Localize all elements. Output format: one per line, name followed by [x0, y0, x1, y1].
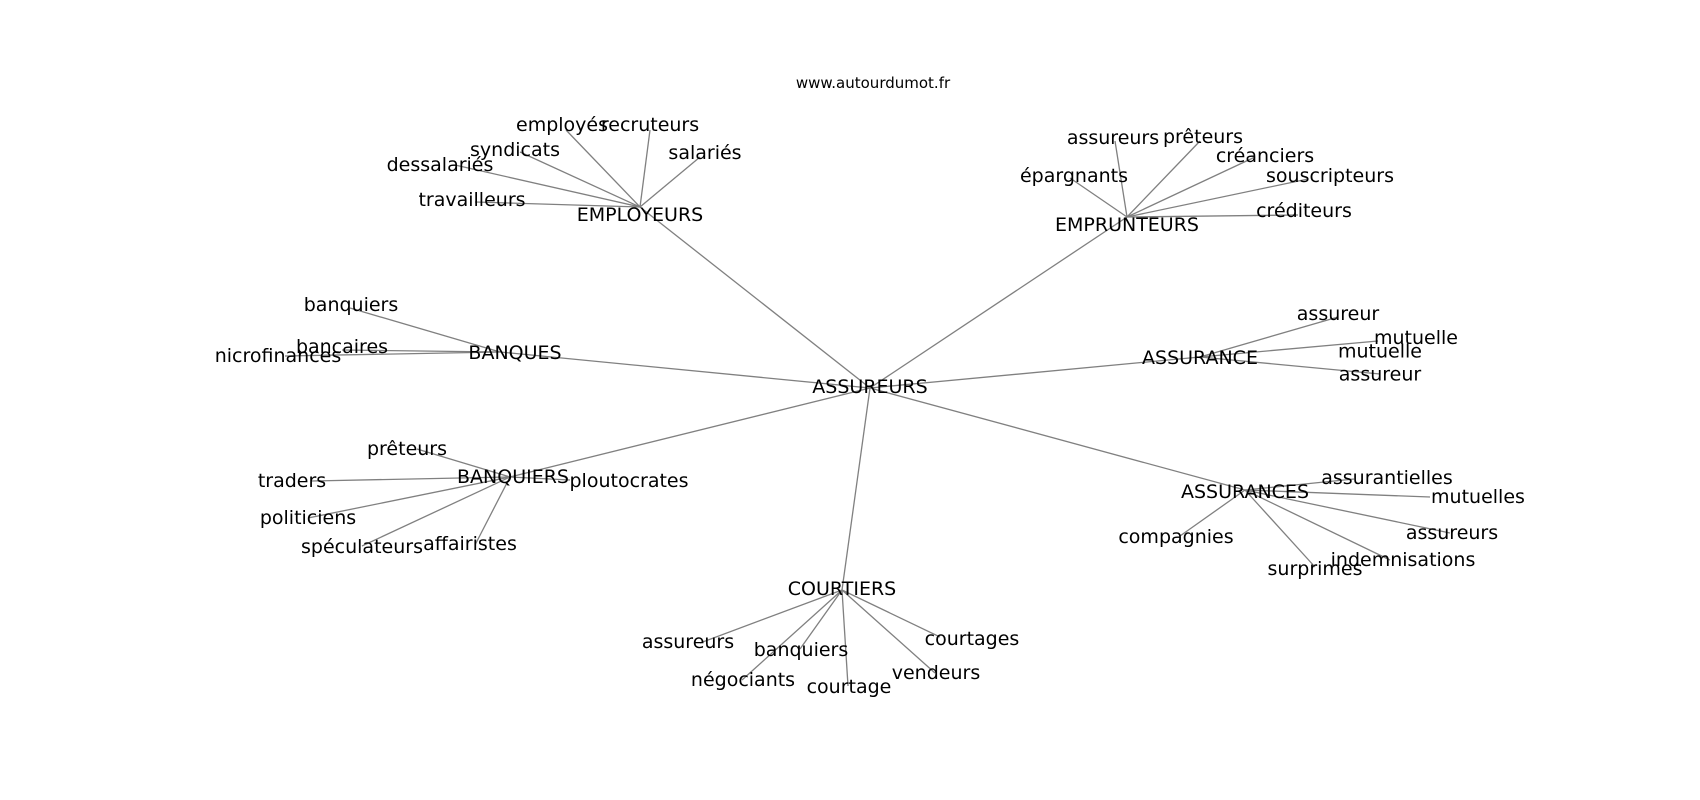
leaf-node-banquiers-3[interactable]: politiciens — [260, 507, 356, 529]
edge-emprunteurs-leaf-0 — [1114, 140, 1128, 218]
edge-employeurs-leaf-5 — [474, 201, 641, 208]
leaf-node-courtiers-3[interactable]: négociants — [691, 669, 795, 691]
edge-banques-leaf-1 — [341, 349, 501, 353]
graph-edges — [284, 129, 1451, 687]
leaf-node-assurance-1[interactable]: mutuelle — [1374, 327, 1458, 349]
edge-banques-leaf-2 — [284, 351, 501, 357]
edge-assurances-leaf-2 — [1179, 489, 1246, 537]
leaf-node-emprunteurs-1[interactable]: prêteurs — [1163, 126, 1243, 148]
leaf-node-employeurs-3[interactable]: syndicats — [470, 139, 560, 161]
edge-center-emprunteurs — [869, 216, 1128, 389]
hub-node-emprunteurs[interactable]: EMPRUNTEURS — [1055, 214, 1199, 236]
edge-center-courtiers — [841, 387, 871, 591]
edge-courtiers-leaf-3 — [741, 589, 843, 681]
edge-emprunteurs-leaf-3 — [1069, 177, 1128, 218]
edge-center-assurance — [869, 356, 1201, 389]
hub-node-employeurs[interactable]: EMPLOYEURS — [577, 204, 703, 226]
leaf-node-employeurs-5[interactable]: travailleurs — [418, 189, 525, 211]
leaf-node-emprunteurs-5[interactable]: créditeurs — [1256, 200, 1352, 222]
leaf-node-banques-2[interactable]: nicrofinances — [215, 345, 342, 367]
edge-assurance-leaf-2 — [1199, 356, 1381, 375]
edge-center-employeurs — [639, 206, 871, 389]
edge-courtiers-leaf-0 — [699, 589, 843, 644]
hub-node-assurances[interactable]: ASSURANCES — [1181, 481, 1309, 503]
leaf-node-employeurs-1[interactable]: recruteurs — [601, 114, 699, 136]
leaf-node-banques-1[interactable]: bancaires — [296, 336, 388, 358]
hub-node-banques[interactable]: BANQUES — [468, 342, 561, 364]
edge-emprunteurs-leaf-2 — [1126, 156, 1256, 218]
edge-emprunteurs-leaf-1 — [1126, 140, 1201, 218]
hub-node-assurance[interactable]: ASSURANCE — [1142, 347, 1258, 369]
edge-assurances-leaf-5 — [1244, 489, 1316, 568]
edge-banques-leaf-0 — [349, 307, 501, 353]
leaf-node-assurances-2[interactable]: compagnies — [1118, 526, 1233, 548]
edge-courtiers-leaf-2 — [841, 589, 941, 638]
edge-employeurs-leaf-2 — [639, 156, 701, 208]
edge-banquiers-leaf-0 — [416, 448, 511, 478]
edge-banquiers-leaf-5 — [474, 476, 511, 546]
edge-employeurs-leaf-4 — [454, 164, 641, 208]
leaf-node-banques-0[interactable]: banquiers — [304, 294, 399, 316]
leaf-node-assurance-0[interactable]: assureur — [1297, 303, 1380, 325]
leaf-node-emprunteurs-4[interactable]: souscripteurs — [1266, 165, 1394, 187]
leaf-node-banquiers-4[interactable]: spéculateurs — [301, 536, 423, 558]
leaf-node-courtiers-0[interactable]: assureurs — [642, 631, 734, 653]
site-url[interactable]: www.autourdumot.fr — [796, 74, 951, 92]
leaf-node-emprunteurs-3[interactable]: épargnants — [1020, 165, 1128, 187]
edge-banquiers-leaf-3 — [307, 476, 511, 519]
edge-assurances-leaf-3 — [1244, 489, 1451, 534]
leaf-node-courtiers-4[interactable]: courtage — [807, 676, 892, 698]
edge-assurances-leaf-0 — [1244, 478, 1355, 491]
edge-assurance-leaf-1 — [1199, 340, 1379, 358]
hub-node-courtiers[interactable]: COURTIERS — [788, 578, 896, 600]
leaf-node-courtiers-5[interactable]: vendeurs — [892, 662, 980, 684]
leaf-node-banquiers-0[interactable]: prêteurs — [367, 438, 447, 460]
edge-emprunteurs-leaf-5 — [1126, 214, 1299, 218]
edge-assurance-leaf-0 — [1199, 316, 1339, 358]
leaf-node-employeurs-2[interactable]: salariés — [668, 142, 741, 164]
leaf-node-emprunteurs-2[interactable]: créanciers — [1216, 145, 1314, 167]
leaf-node-employeurs-4[interactable]: dessalariés — [387, 154, 494, 176]
edge-assurances-leaf-1 — [1244, 489, 1431, 498]
edge-banquiers-leaf-2 — [509, 476, 571, 481]
edge-employeurs-leaf-0 — [565, 129, 641, 208]
hub-node-banquiers[interactable]: BANQUIERS — [457, 466, 569, 488]
leaf-node-banquiers-2[interactable]: ploutocrates — [569, 470, 688, 492]
leaf-node-courtiers-2[interactable]: courtages — [925, 628, 1020, 650]
edge-center-banquiers — [509, 387, 871, 478]
leaf-node-banquiers-1[interactable]: traders — [258, 470, 326, 492]
edge-courtiers-leaf-4 — [841, 589, 849, 687]
center-node-label[interactable]: ASSUREURS — [812, 376, 927, 398]
edge-courtiers-leaf-1 — [799, 589, 843, 650]
edge-banquiers-leaf-4 — [361, 476, 511, 547]
leaf-node-emprunteurs-0[interactable]: assureurs — [1067, 127, 1159, 149]
edge-employeurs-leaf-3 — [519, 151, 641, 208]
edge-assurances-leaf-4 — [1244, 489, 1391, 561]
edge-employeurs-leaf-1 — [639, 129, 651, 208]
edge-courtiers-leaf-5 — [841, 589, 936, 674]
leaf-node-assurances-3[interactable]: assureurs — [1406, 522, 1498, 544]
edge-center-assurances — [869, 387, 1246, 491]
leaf-node-assurances-1[interactable]: mutuelles — [1431, 486, 1525, 508]
leaf-node-banquiers-5[interactable]: affairistes — [423, 533, 517, 555]
leaf-node-assurances-4[interactable]: indemnisations — [1331, 549, 1476, 571]
edge-center-banques — [499, 351, 871, 389]
edge-emprunteurs-leaf-4 — [1126, 178, 1309, 218]
leaf-node-courtiers-1[interactable]: banquiers — [754, 639, 849, 661]
leaf-node-assurances-0[interactable]: assurantielles — [1321, 467, 1453, 489]
edge-banquiers-leaf-1 — [311, 476, 511, 482]
leaf-node-assurances-5[interactable]: surprimes — [1268, 558, 1363, 580]
leaf-node-employeurs-0[interactable]: employés — [516, 114, 608, 136]
